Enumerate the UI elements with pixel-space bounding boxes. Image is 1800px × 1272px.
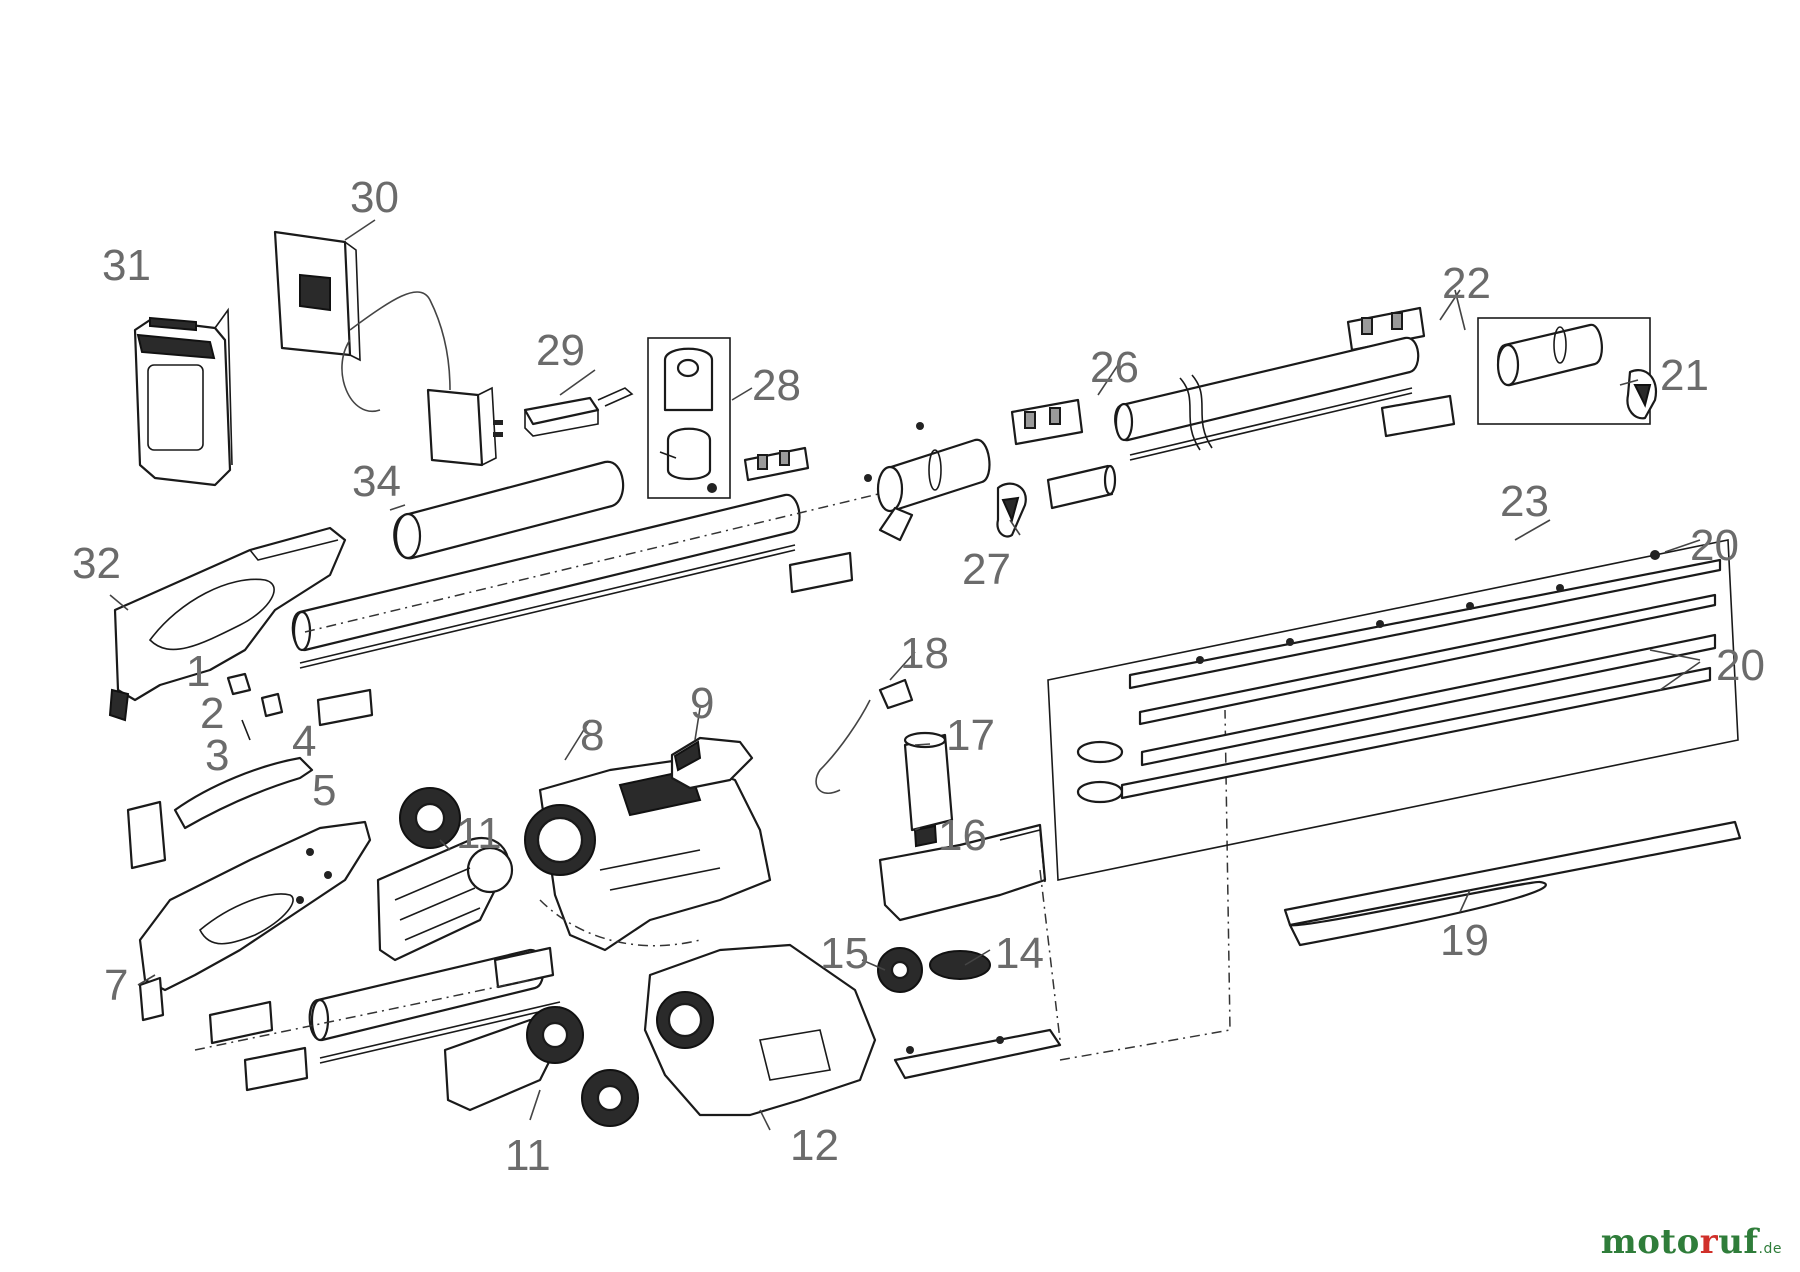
label-20-bottom: 20 bbox=[1716, 641, 1765, 690]
label-1: 1 bbox=[186, 647, 210, 696]
leader-lines bbox=[109, 219, 1701, 1131]
motoruf-logo: motoruf.de bbox=[1601, 1222, 1782, 1262]
front-handle-7 bbox=[126, 800, 372, 1022]
locking-knob-27 bbox=[996, 482, 1027, 538]
label-19: 19 bbox=[1440, 916, 1489, 965]
clip-29 bbox=[523, 387, 634, 437]
lower-casing-12 bbox=[643, 943, 877, 1117]
label-21: 21 bbox=[1660, 351, 1709, 400]
label-34: 34 bbox=[352, 457, 401, 506]
head-coupling-21 bbox=[1477, 317, 1658, 425]
motor-17 bbox=[815, 678, 954, 848]
blade-set-23 bbox=[1047, 519, 1739, 881]
logo-text-1: moto bbox=[1600, 1222, 1700, 1262]
label-7: 7 bbox=[104, 961, 128, 1010]
label-22: 22 bbox=[1442, 259, 1491, 308]
blade-guard-19 bbox=[1283, 820, 1742, 947]
switch-parts bbox=[173, 672, 314, 830]
gear-housing bbox=[877, 823, 1061, 1041]
label-4: 4 bbox=[292, 717, 316, 766]
upper-pole-tube bbox=[291, 489, 896, 669]
cover-9 bbox=[670, 736, 754, 790]
label-3: 3 bbox=[205, 731, 229, 780]
charger-30 bbox=[273, 230, 503, 467]
battery-pack-31 bbox=[133, 307, 233, 487]
label-15: 15 bbox=[820, 929, 869, 978]
rear-handle-32 bbox=[108, 526, 347, 722]
label-8: 8 bbox=[580, 711, 604, 760]
label-9: 9 bbox=[690, 679, 714, 728]
label-28: 28 bbox=[752, 361, 801, 410]
lower-pole-tube bbox=[194, 688, 561, 1092]
tube-sleeve-26 bbox=[1046, 464, 1117, 510]
label-16: 16 bbox=[938, 811, 987, 860]
motor-housing-8 bbox=[524, 758, 772, 952]
label-30: 30 bbox=[350, 173, 399, 222]
fan-11-lower bbox=[443, 1006, 639, 1127]
label-2: 2 bbox=[200, 689, 224, 738]
label-27: 27 bbox=[962, 545, 1011, 594]
label-11-upper: 11 bbox=[456, 809, 502, 858]
fan-11-upper bbox=[376, 787, 514, 962]
logo-text-2: r bbox=[1699, 1222, 1719, 1262]
label-11-lower: 11 bbox=[505, 1131, 551, 1180]
label-12: 12 bbox=[790, 1121, 839, 1170]
label-32: 32 bbox=[72, 539, 121, 588]
label-29: 29 bbox=[536, 326, 585, 375]
label-17: 17 bbox=[946, 711, 995, 760]
coupling-sleeve bbox=[864, 422, 991, 542]
logo-text-3: uf bbox=[1718, 1222, 1759, 1262]
label-14: 14 bbox=[995, 929, 1044, 978]
label-23: 23 bbox=[1500, 477, 1549, 526]
label-20-top: 20 bbox=[1690, 521, 1739, 570]
label-26: 26 bbox=[1090, 343, 1139, 392]
drive-plate bbox=[893, 709, 1231, 1080]
strap-bracket-28 bbox=[647, 337, 731, 499]
extension-pole bbox=[1114, 336, 1420, 461]
foam-grip-34 bbox=[393, 460, 625, 560]
part-number-labels: 31 30 29 28 34 32 26 27 22 21 23 20 20 1… bbox=[72, 173, 1765, 1180]
label-5: 5 bbox=[312, 766, 336, 815]
label-31: 31 bbox=[102, 241, 151, 290]
logo-tld: .de bbox=[1758, 1241, 1782, 1257]
label-18: 18 bbox=[900, 629, 949, 678]
